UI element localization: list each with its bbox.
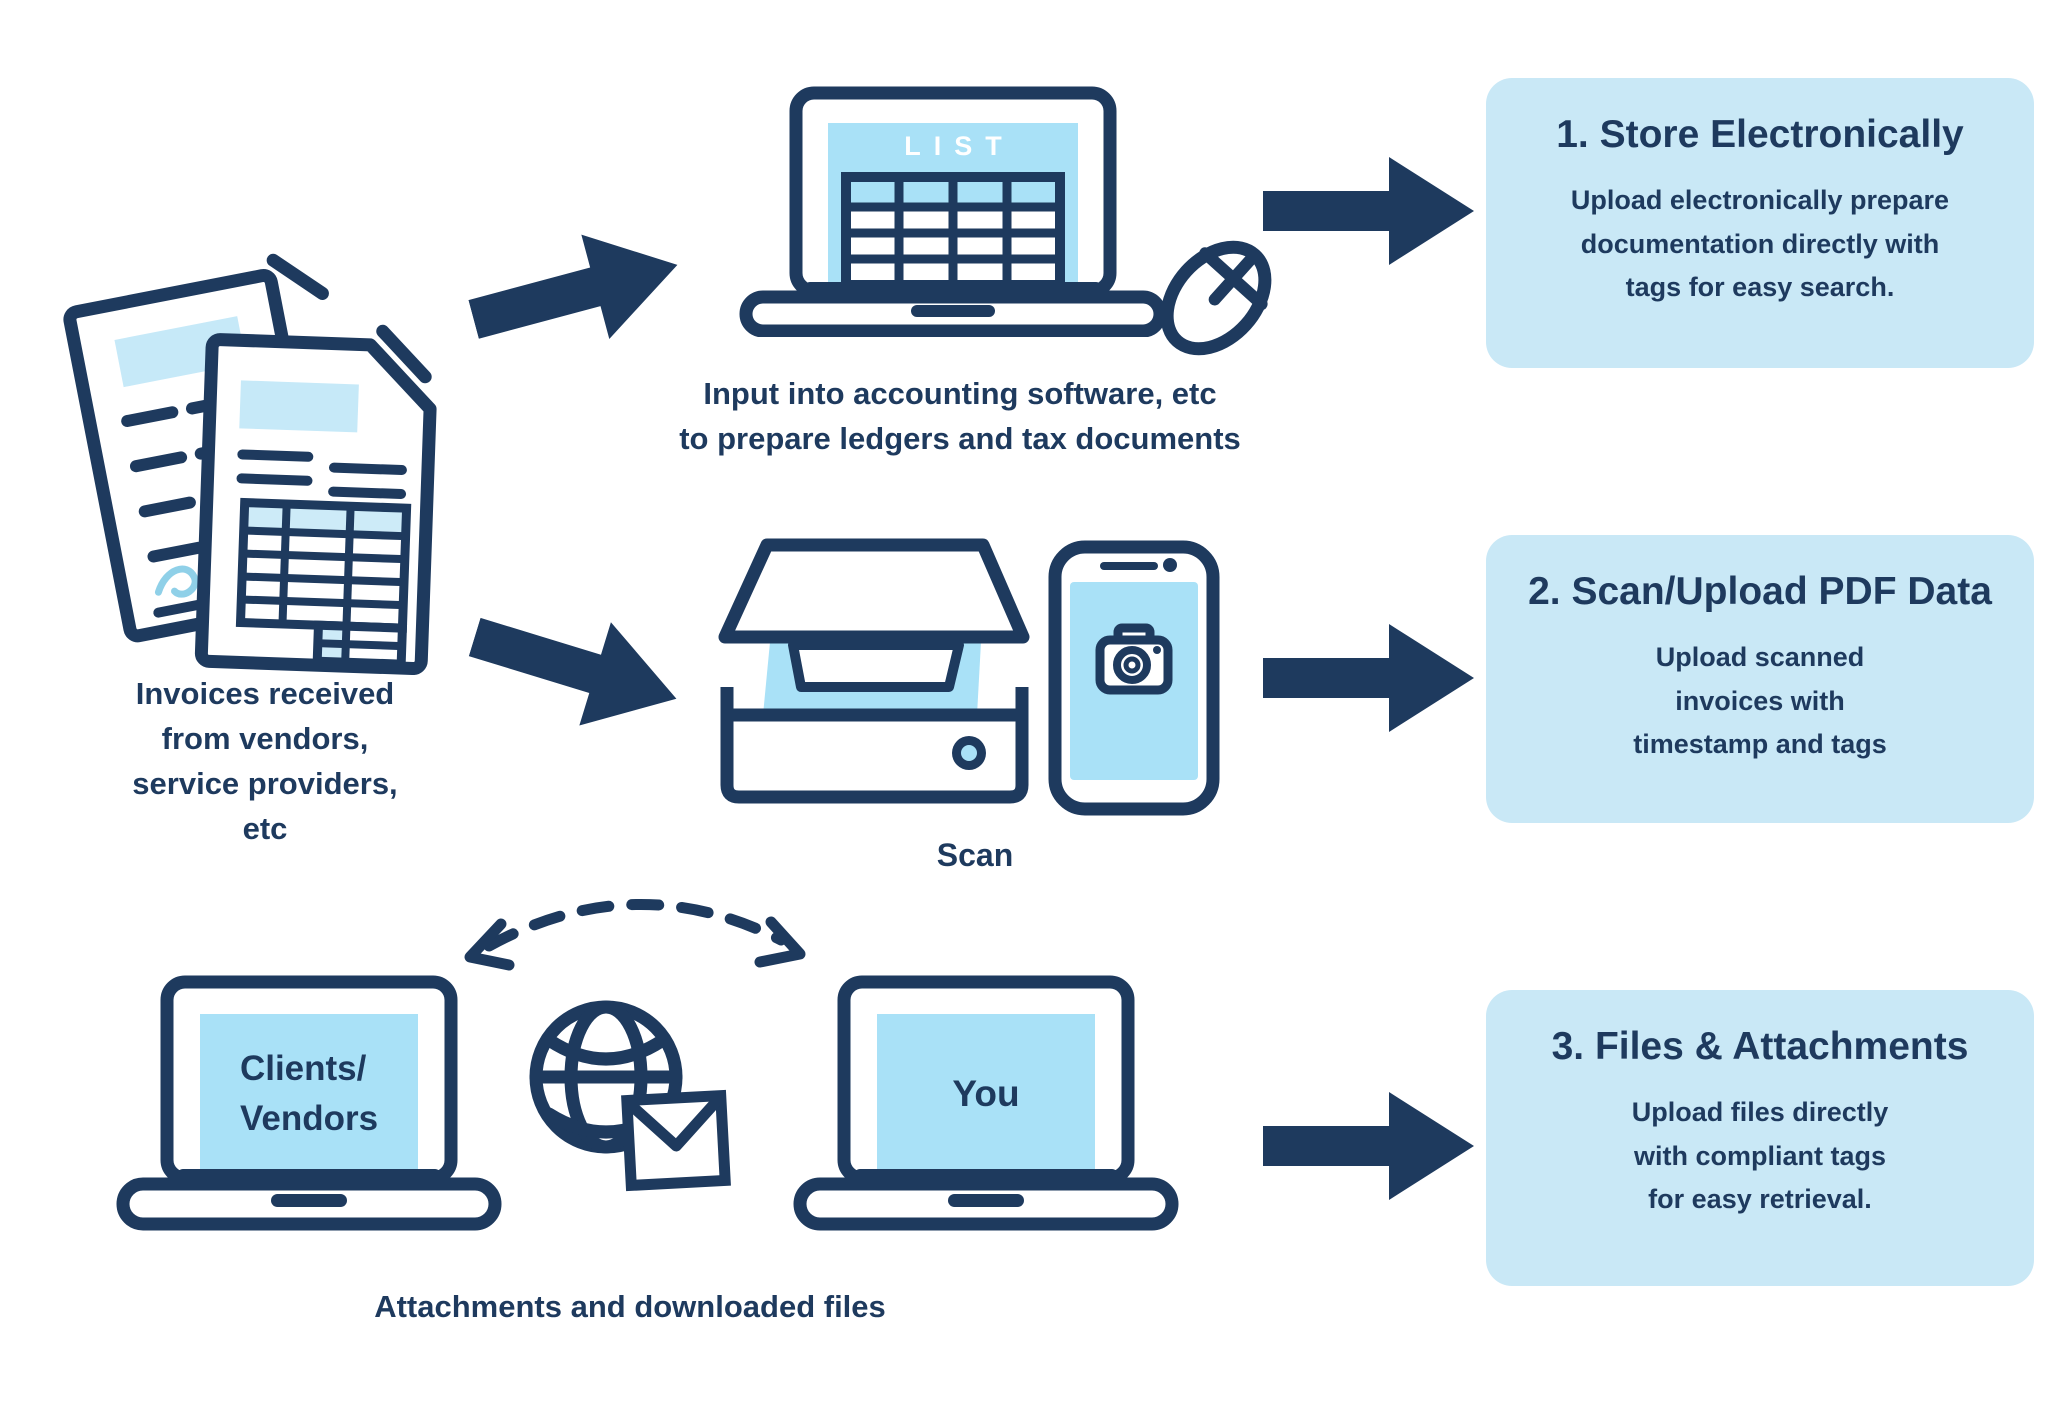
step2-caption: Scan [936, 837, 1014, 873]
laptop-screen-label: Clients/Vendors [239, 1049, 379, 1138]
mouse-icon [1160, 240, 1272, 356]
scanner-icon [718, 538, 1030, 804]
arrow-right-icon [1263, 1082, 1475, 1210]
callout-title: 2. Scan/Upload PDF Data [1528, 570, 1992, 613]
accounting-laptop: LIST [738, 85, 1168, 338]
callout-title: 1. Store Electronically [1556, 113, 1964, 156]
arrow-right-icon [1263, 614, 1475, 742]
sync-arrows-icon [464, 899, 806, 971]
envelope-icon [621, 1089, 731, 1192]
laptop-screen-label: You [952, 1073, 1020, 1114]
clients-vendors-laptop: Clients/Vendors [115, 972, 503, 1244]
laptop-screen-title: LIST [904, 131, 1015, 161]
invoice-documents-icon [63, 253, 437, 675]
step3-caption: Attachments and downloaded files [374, 1289, 886, 1324]
arrow-docs-to-scanner-icon [456, 576, 696, 760]
callout-store-electronically: 1. Store Electronically Upload electroni… [1486, 78, 2034, 368]
arrow-docs-to-laptop-icon [457, 203, 695, 382]
laptop-icon [739, 86, 1167, 338]
you-laptop: You [792, 972, 1180, 1244]
smartphone-camera-icon [1048, 540, 1220, 816]
laptop-icon [793, 975, 1179, 1231]
laptop-icon [116, 975, 502, 1231]
arrow-right-icon [1263, 147, 1475, 275]
callout-title: 3. Files & Attachments [1551, 1025, 1969, 1068]
callout-files-attachments: 3. Files & Attachments Upload files dire… [1486, 990, 2034, 1286]
